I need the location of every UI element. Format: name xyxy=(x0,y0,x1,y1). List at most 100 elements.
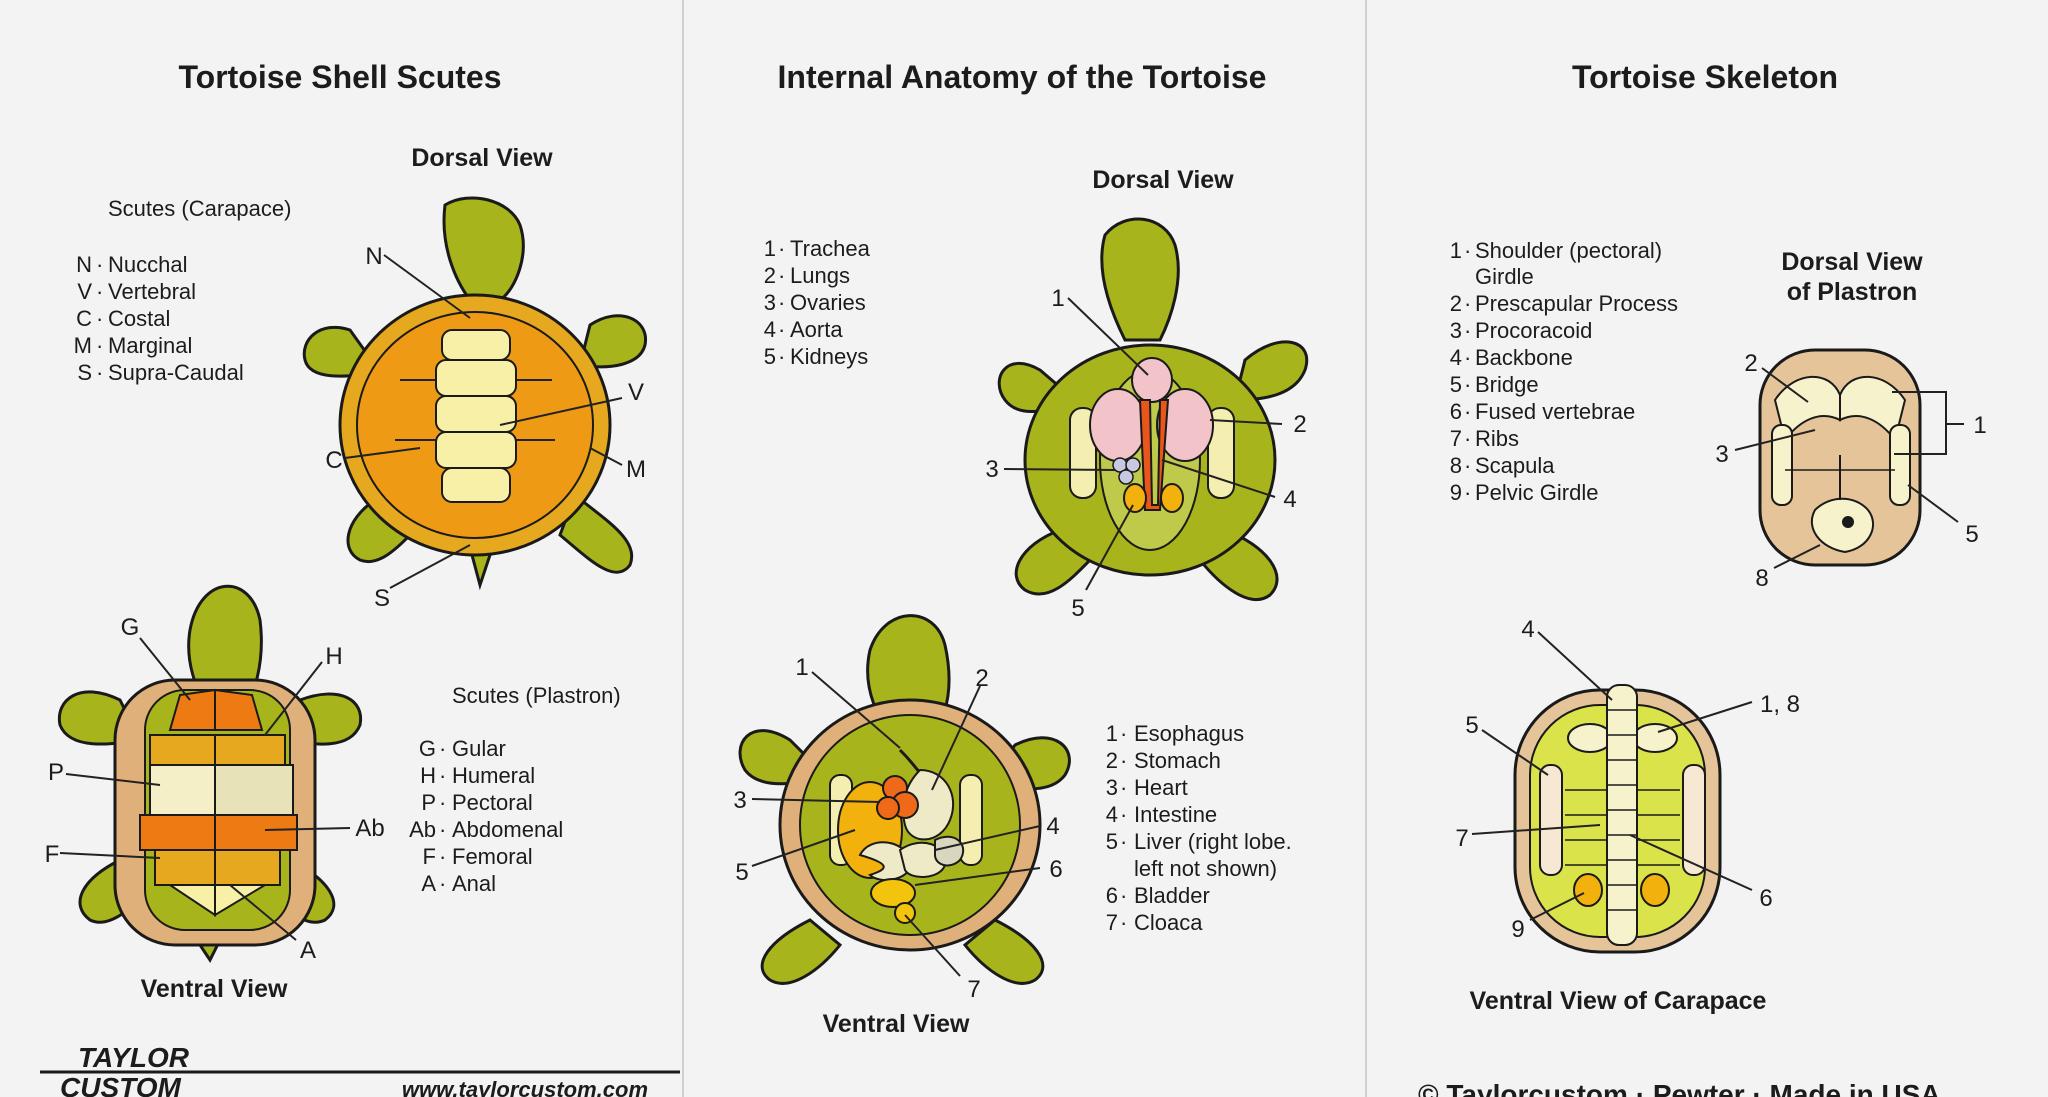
legend-name: Bladder xyxy=(1134,883,1210,908)
legend-code: F xyxy=(423,844,436,869)
callouts-ventral-internal: 1 2 3 4 5 6 7 xyxy=(733,654,1062,1003)
view-label: Ventral View xyxy=(823,1010,970,1038)
view-label: Dorsal View xyxy=(1781,248,1923,276)
legend-dot: · xyxy=(1120,802,1127,827)
legend-num: 8 xyxy=(1450,453,1462,478)
legend-dot: · xyxy=(1120,721,1127,746)
callouts-carapace-skeleton: 4 1, 8 5 7 6 9 xyxy=(1455,616,1800,943)
legend-name: Fused vertebrae xyxy=(1475,399,1635,424)
legend-dot: · xyxy=(1464,318,1471,343)
legend-num: 1 xyxy=(1450,238,1462,263)
legend-dot: · xyxy=(1120,883,1127,908)
legend-name: Stomach xyxy=(1134,748,1221,773)
turtle-dorsal-carapace xyxy=(302,196,647,591)
legend-num: 4 xyxy=(1106,802,1118,827)
legend-dot: · xyxy=(1120,748,1127,773)
callout-label: 6 xyxy=(1049,856,1062,883)
legend-num: 2 xyxy=(1106,748,1118,773)
website-url: www.taylorcustom.com xyxy=(402,1077,648,1097)
legend-dot: · xyxy=(439,844,446,869)
legend-dot: · xyxy=(778,344,785,369)
callout-label: C xyxy=(325,447,342,474)
legend-heading: Scutes (Plastron) xyxy=(452,683,621,708)
callout-label: M xyxy=(626,456,646,483)
callout-label: 9 xyxy=(1511,916,1524,943)
legend-num: 3 xyxy=(1106,775,1118,800)
legend-dot: · xyxy=(778,263,785,288)
legend-num: 7 xyxy=(1106,910,1118,935)
callouts-dorsal-internal: 1 2 3 4 5 xyxy=(985,285,1306,622)
legend-num: 5 xyxy=(764,344,776,369)
turtle-dorsal-internal xyxy=(997,217,1309,602)
callout-label: 5 xyxy=(1071,595,1084,622)
callout-label: 6 xyxy=(1759,885,1772,912)
callout-label: 7 xyxy=(1455,825,1468,852)
callout-label: V xyxy=(628,379,644,406)
legend-code: S xyxy=(77,360,92,385)
copyright-notice: © Taylorcustom · Pewter · Made in USA xyxy=(1418,1079,1941,1097)
skeleton-legend: 1 · Shoulder (pectoral) Girdle 2 · Presc… xyxy=(1450,238,1678,505)
view-label: Ventral View of Carapace xyxy=(1470,987,1767,1015)
legend-num: 5 xyxy=(1450,372,1462,397)
legend-name: Vertebral xyxy=(108,279,196,304)
view-label: Dorsal View xyxy=(411,144,553,172)
skeleton-carapace xyxy=(1513,684,1722,954)
legend-name: Ribs xyxy=(1475,426,1519,451)
callout-label: 1 xyxy=(795,654,808,681)
callout-label: 3 xyxy=(733,787,746,814)
skeleton-plastron xyxy=(1758,348,1922,567)
legend-dot: · xyxy=(1464,480,1471,505)
legend-name: Femoral xyxy=(452,844,533,869)
legend-name: Costal xyxy=(108,306,170,331)
panel-skeleton: Tortoise Skeleton 1 · Shoulder (pectoral… xyxy=(1450,59,1987,1015)
legend-num: 6 xyxy=(1106,883,1118,908)
legend-code: G xyxy=(419,736,436,761)
legend-dot: · xyxy=(439,790,446,815)
legend-name-cont: left not shown) xyxy=(1134,856,1277,881)
legend-num: 7 xyxy=(1450,426,1462,451)
callout-label: P xyxy=(48,759,64,786)
legend-dot: · xyxy=(778,317,785,342)
legend-dot: · xyxy=(439,736,446,761)
turtle-ventral-plastron xyxy=(57,584,363,963)
legend-name: Procoracoid xyxy=(1475,318,1592,343)
legend-name: Trachea xyxy=(790,236,871,261)
legend-code: C xyxy=(76,306,92,331)
legend-name: Backbone xyxy=(1475,345,1573,370)
callout-label: 3 xyxy=(1715,441,1728,468)
callout-label: 5 xyxy=(735,859,748,886)
brand-logo-line1: TAYLOR xyxy=(78,1042,190,1073)
callout-label: H xyxy=(325,643,342,670)
legend-name: Humeral xyxy=(452,763,535,788)
callout-label: 5 xyxy=(1465,712,1478,739)
legend-num: 1 xyxy=(764,236,776,261)
legend-name: Liver (right lobe. xyxy=(1134,829,1292,854)
callout-label: F xyxy=(45,841,60,868)
legend-name: Pelvic Girdle xyxy=(1475,480,1598,505)
legend-code: M xyxy=(74,333,92,358)
callouts-dorsal-scutes: N V C M S xyxy=(325,243,646,612)
legend-name: Kidneys xyxy=(790,344,868,369)
callout-label: 5 xyxy=(1965,521,1978,548)
callout-label: 1 xyxy=(1051,285,1064,312)
callout-label: 2 xyxy=(1293,411,1306,438)
callout-label: 7 xyxy=(967,976,980,1003)
legend-dot: · xyxy=(96,306,103,331)
legend-num: 5 xyxy=(1106,829,1118,854)
legend-dot: · xyxy=(1464,345,1471,370)
legend-name: Heart xyxy=(1134,775,1188,800)
legend-name: Intestine xyxy=(1134,802,1217,827)
legend-dot: · xyxy=(96,360,103,385)
callout-label: 2 xyxy=(975,665,988,692)
panel-title: Tortoise Shell Scutes xyxy=(178,59,501,95)
legend-name: Abdomenal xyxy=(452,817,563,842)
legend-num: 2 xyxy=(764,263,776,288)
callout-label: N xyxy=(365,243,382,270)
brand-logo-line2: CUSTOM xyxy=(60,1072,181,1097)
turtle-ventral-internal xyxy=(738,614,1071,985)
legend-name: Cloaca xyxy=(1134,910,1203,935)
legend-name: Lungs xyxy=(790,263,850,288)
legend-dot: · xyxy=(1120,910,1127,935)
